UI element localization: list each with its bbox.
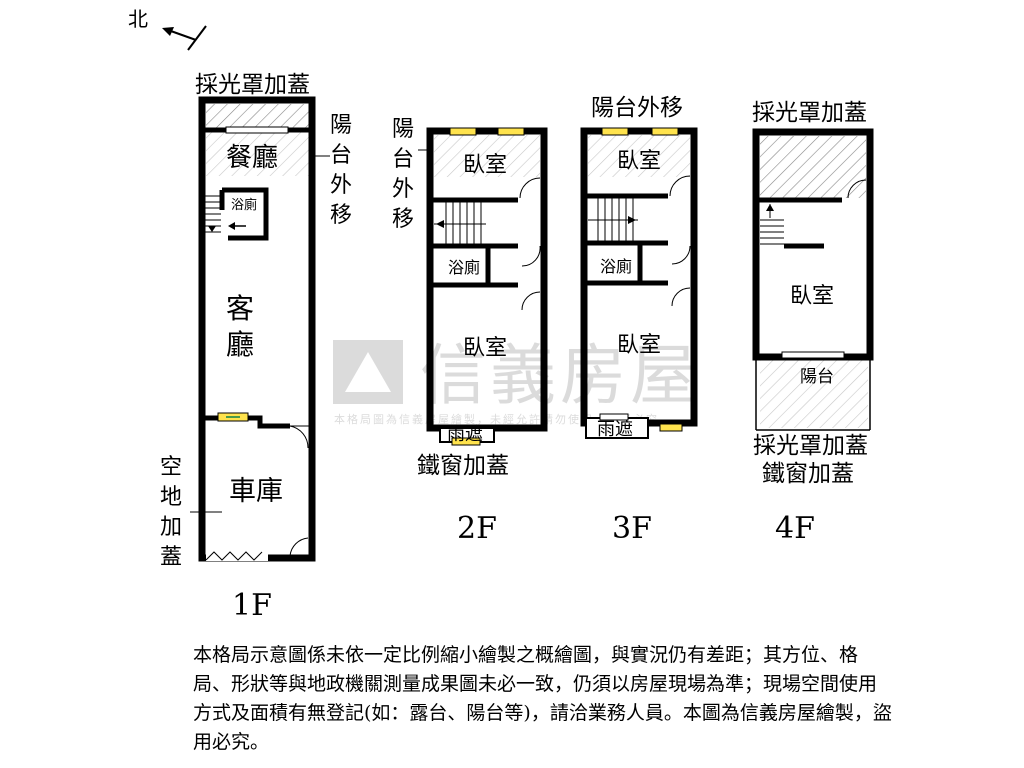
f4-bottom-note-2: 鐵窗加蓋 [762, 461, 854, 487]
svg-text:地: 地 [160, 485, 182, 510]
f1-dining-label: 餐廳 [226, 143, 278, 173]
svg-text:加: 加 [160, 515, 182, 540]
svg-text:外: 外 [392, 177, 414, 202]
f4-top-note: 採光罩加蓋 [752, 100, 867, 126]
svg-text:外: 外 [330, 173, 352, 198]
f4-bottom-note-1: 採光罩加蓋 [753, 433, 868, 459]
f2-bath-label: 浴廁 [448, 258, 480, 277]
svg-text:移: 移 [392, 207, 414, 232]
floor-1f-plan [190, 96, 330, 562]
floor-3f-plan [580, 127, 698, 439]
f3-top-note: 陽台外移 [591, 95, 683, 121]
svg-text:陽: 陽 [330, 113, 352, 138]
f1-top-note: 採光罩加蓋 [195, 72, 310, 98]
f1-living-label-2: 廳 [226, 328, 254, 361]
f1-side-balcony-note: 陽 台 外 移 [330, 113, 352, 228]
floor-plan-diagram: 信義房屋 本格局圖為信義房屋繪製，未經允許請勿使用，違者必究 北 [128, 7, 874, 623]
svg-text:蓋: 蓋 [160, 545, 182, 570]
svg-text:台: 台 [330, 143, 352, 168]
f2-floor-label: 2F [457, 511, 497, 546]
floor-4f-plan [752, 128, 874, 431]
svg-text:空: 空 [160, 455, 182, 480]
f4-bedroom-label: 臥室 [790, 284, 834, 309]
watermark-note: 本格局圖為信義房屋繪製，未經允許請勿使用，違者必究 [334, 412, 659, 426]
f3-bedroom-back-label: 臥室 [617, 333, 661, 358]
svg-text:陽: 陽 [392, 117, 414, 142]
f2-side-note: 陽 台 外 移 [392, 117, 414, 232]
f2-bedroom-back-label: 臥室 [463, 336, 507, 361]
floor-2f-plan [418, 127, 548, 446]
f2-bedroom-front-label: 臥室 [463, 153, 507, 178]
svg-text:移: 移 [330, 203, 352, 228]
north-arrow: 北 [128, 7, 207, 51]
watermark-brand: 信義房屋 [420, 337, 700, 414]
f1-bath-label: 浴廁 [231, 197, 257, 213]
f3-awning-label: 雨遮 [597, 419, 633, 440]
f2-awning-label: 雨遮 [447, 424, 483, 445]
f1-side-yard-note: 空 地 加 蓋 [160, 455, 182, 570]
f4-balcony-label: 陽台 [800, 367, 834, 387]
f1-floor-label: 1F [232, 588, 272, 623]
f1-living-label-1: 客 [226, 292, 254, 325]
watermark: 信義房屋 本格局圖為信義房屋繪製，未經允許請勿使用，違者必究 [333, 337, 700, 426]
f4-floor-label: 4F [775, 511, 815, 546]
watermark-logo [333, 340, 403, 404]
north-label: 北 [128, 7, 148, 31]
disclaimer-text: 本格局示意圖係未依一定比例縮小繪製之概繪圖，與實況仍有差距；其方位、格局、形狀等… [193, 644, 892, 753]
f3-floor-label: 3F [612, 511, 652, 546]
f2-bottom-note: 鐵窗加蓋 [417, 453, 509, 479]
svg-text:台: 台 [392, 147, 414, 172]
f1-garage-label: 車庫 [229, 476, 283, 507]
f3-bedroom-front-label: 臥室 [617, 149, 661, 174]
f3-bath-label: 浴廁 [600, 257, 632, 276]
